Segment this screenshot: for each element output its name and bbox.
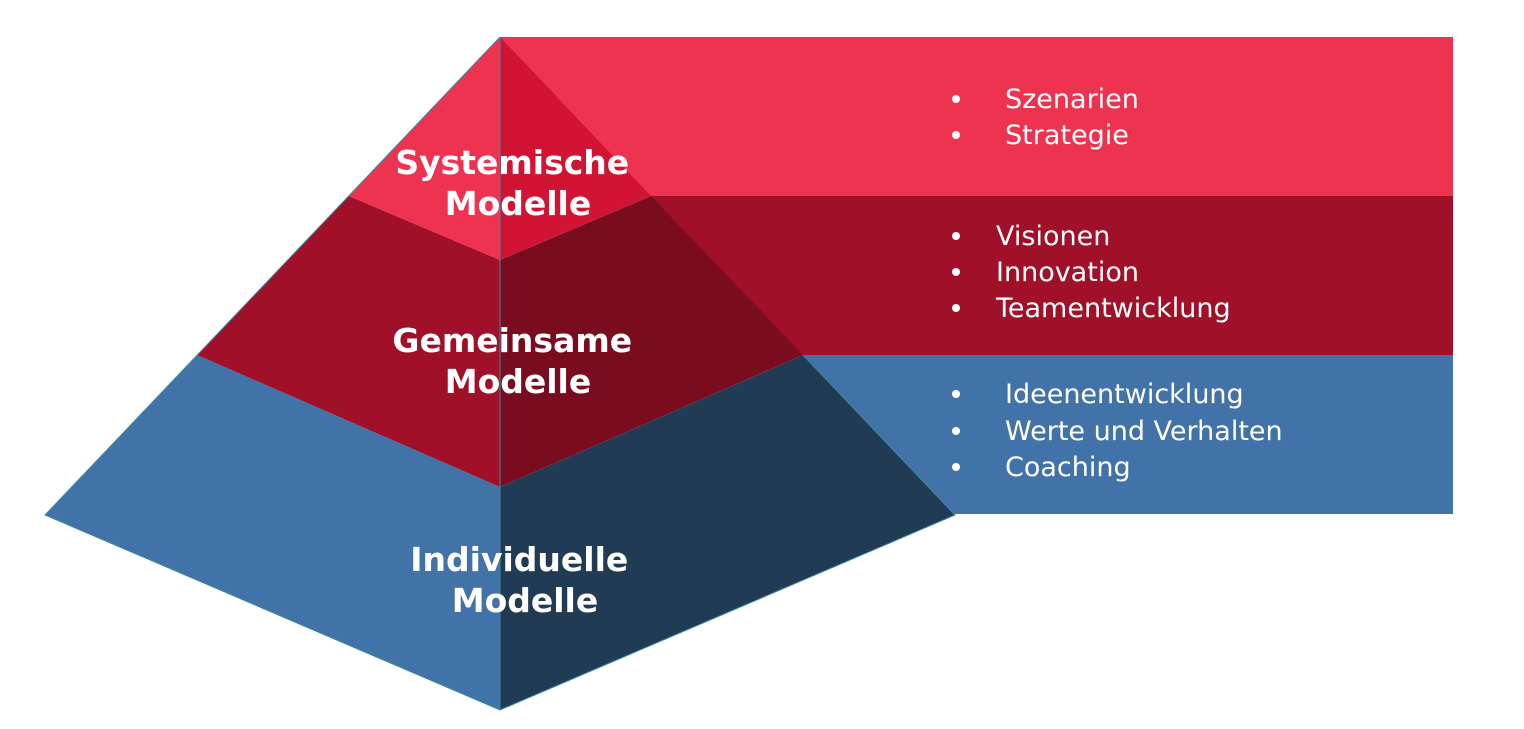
pyramid-top-right-face — [500, 37, 651, 260]
title-shared-line1: Gemeinsame — [392, 321, 632, 360]
bullet-item: Teamentwicklung — [995, 293, 1231, 324]
pyramid-middle-right-face — [500, 196, 803, 487]
band-shared — [650, 196, 1453, 356]
bullet-dot — [952, 131, 960, 139]
title-individual: Individuelle Modelle — [410, 540, 640, 620]
bullet-item: Strategie — [1005, 120, 1129, 151]
bullet-item: Szenarien — [1005, 84, 1139, 115]
bullet-item: Ideenentwicklung — [1005, 379, 1244, 410]
pyramid-middle-left-face — [197, 196, 500, 487]
bullet-dot — [952, 232, 960, 240]
title-individual-line1: Individuelle — [410, 540, 628, 579]
title-individual-line2: Modelle — [452, 581, 599, 620]
bullet-dot — [952, 304, 960, 312]
bullet-item: Innovation — [996, 257, 1139, 288]
bullets-individual: Ideenentwicklung Werte und Verhalten Coa… — [952, 379, 1283, 483]
bullet-item: Werte und Verhalten — [1005, 416, 1283, 447]
bullet-dot — [952, 463, 960, 471]
title-shared: Gemeinsame Modelle — [392, 321, 643, 401]
bullet-dot — [952, 427, 960, 435]
title-systemic: Systemische Modelle — [395, 143, 640, 223]
bullet-dot — [952, 390, 960, 398]
bullet-item: Coaching — [1005, 452, 1131, 483]
bullet-dot — [952, 268, 960, 276]
band-systemic — [500, 37, 1453, 197]
title-shared-line2: Modelle — [445, 362, 592, 401]
title-systemic-line1: Systemische — [395, 143, 629, 182]
pyramid-top-left-face — [349, 37, 500, 260]
bullets-shared: Visionen Innovation Teamentwicklung — [952, 221, 1231, 324]
bullets-systemic: Szenarien Strategie — [952, 84, 1139, 151]
bullet-dot — [952, 95, 960, 103]
bullet-item: Visionen — [996, 221, 1110, 252]
title-systemic-line2: Modelle — [445, 184, 592, 223]
pyramid-bottom-left-face — [45, 355, 500, 710]
pyramid-bottom-right-face — [500, 355, 955, 710]
